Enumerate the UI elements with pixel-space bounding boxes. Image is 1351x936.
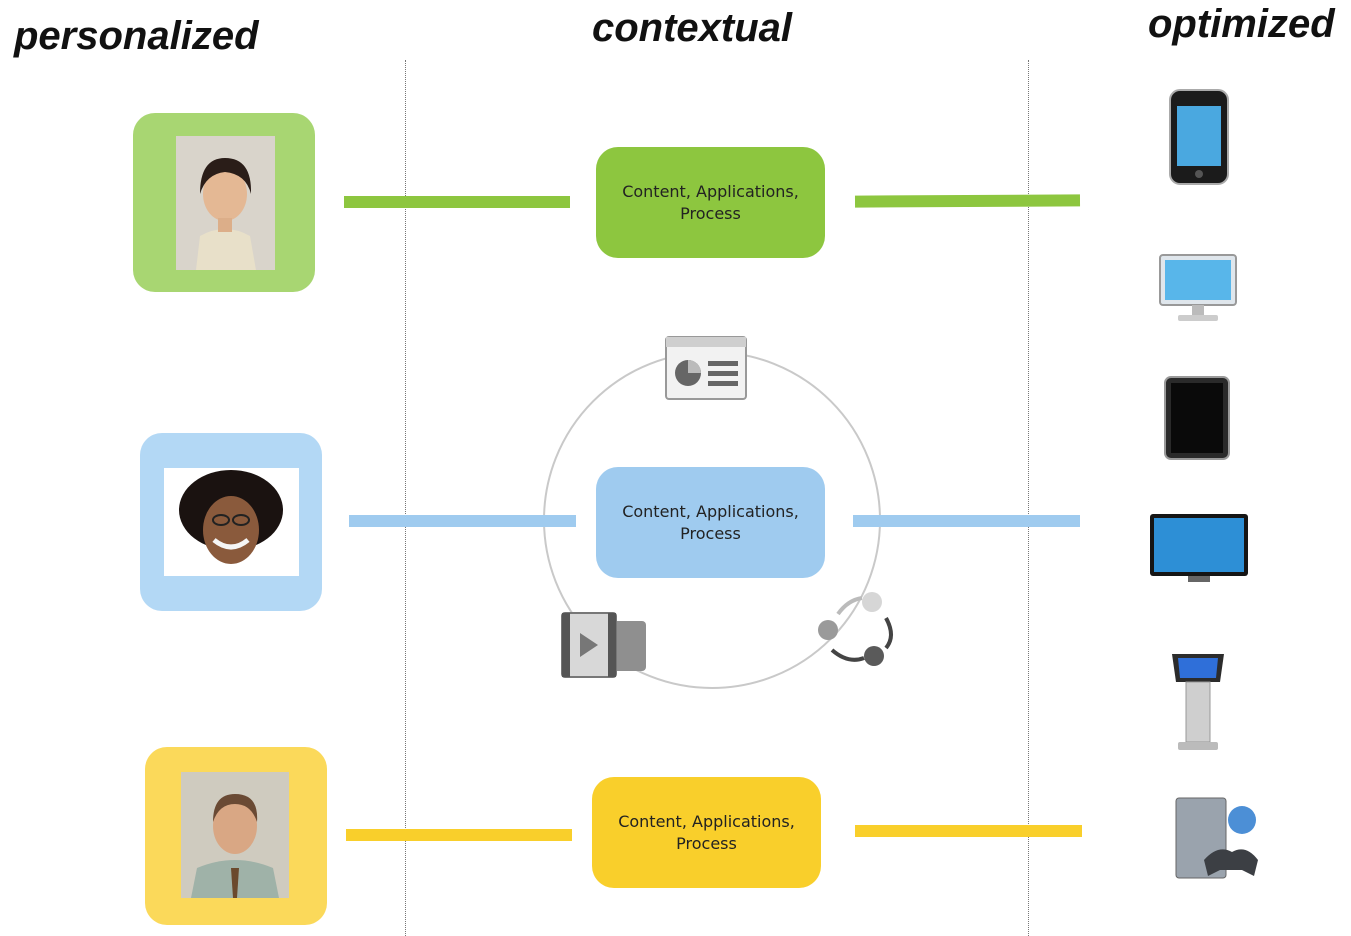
game-console-icon — [1172, 796, 1262, 882]
column-divider-left — [405, 60, 406, 936]
heading-personalized: personalized — [14, 14, 259, 58]
tablet-icon — [1163, 375, 1233, 463]
person-photo-woman-2 — [164, 468, 299, 576]
kiosk-icon — [1166, 648, 1230, 752]
tv-display-icon — [1148, 512, 1250, 586]
connector-left-3 — [346, 829, 572, 841]
connector-left-1 — [344, 196, 570, 208]
person-photo-man — [181, 772, 289, 898]
process-cycle-icon — [808, 590, 900, 670]
video-icon — [558, 603, 650, 679]
heading-contextual: contextual — [592, 6, 793, 50]
content-box-1-label: Content, Applications, Process — [622, 181, 799, 223]
content-box-2-label: Content, Applications, Process — [622, 501, 799, 543]
desktop-monitor-icon — [1158, 253, 1238, 325]
content-box-1: Content, Applications, Process — [596, 147, 825, 258]
heading-optimized: optimized — [1148, 2, 1335, 46]
content-box-3-label: Content, Applications, Process — [618, 811, 795, 853]
connector-right-2 — [853, 515, 1080, 527]
presentation-icon — [664, 333, 748, 401]
connector-left-2 — [349, 515, 576, 527]
connector-right-3 — [855, 825, 1082, 837]
content-box-3: Content, Applications, Process — [592, 777, 821, 888]
person-photo-woman-1 — [176, 136, 275, 270]
content-box-2: Content, Applications, Process — [596, 467, 825, 578]
smartphone-icon — [1168, 88, 1230, 186]
column-divider-right — [1028, 60, 1029, 936]
connector-right-1 — [854, 194, 1081, 208]
